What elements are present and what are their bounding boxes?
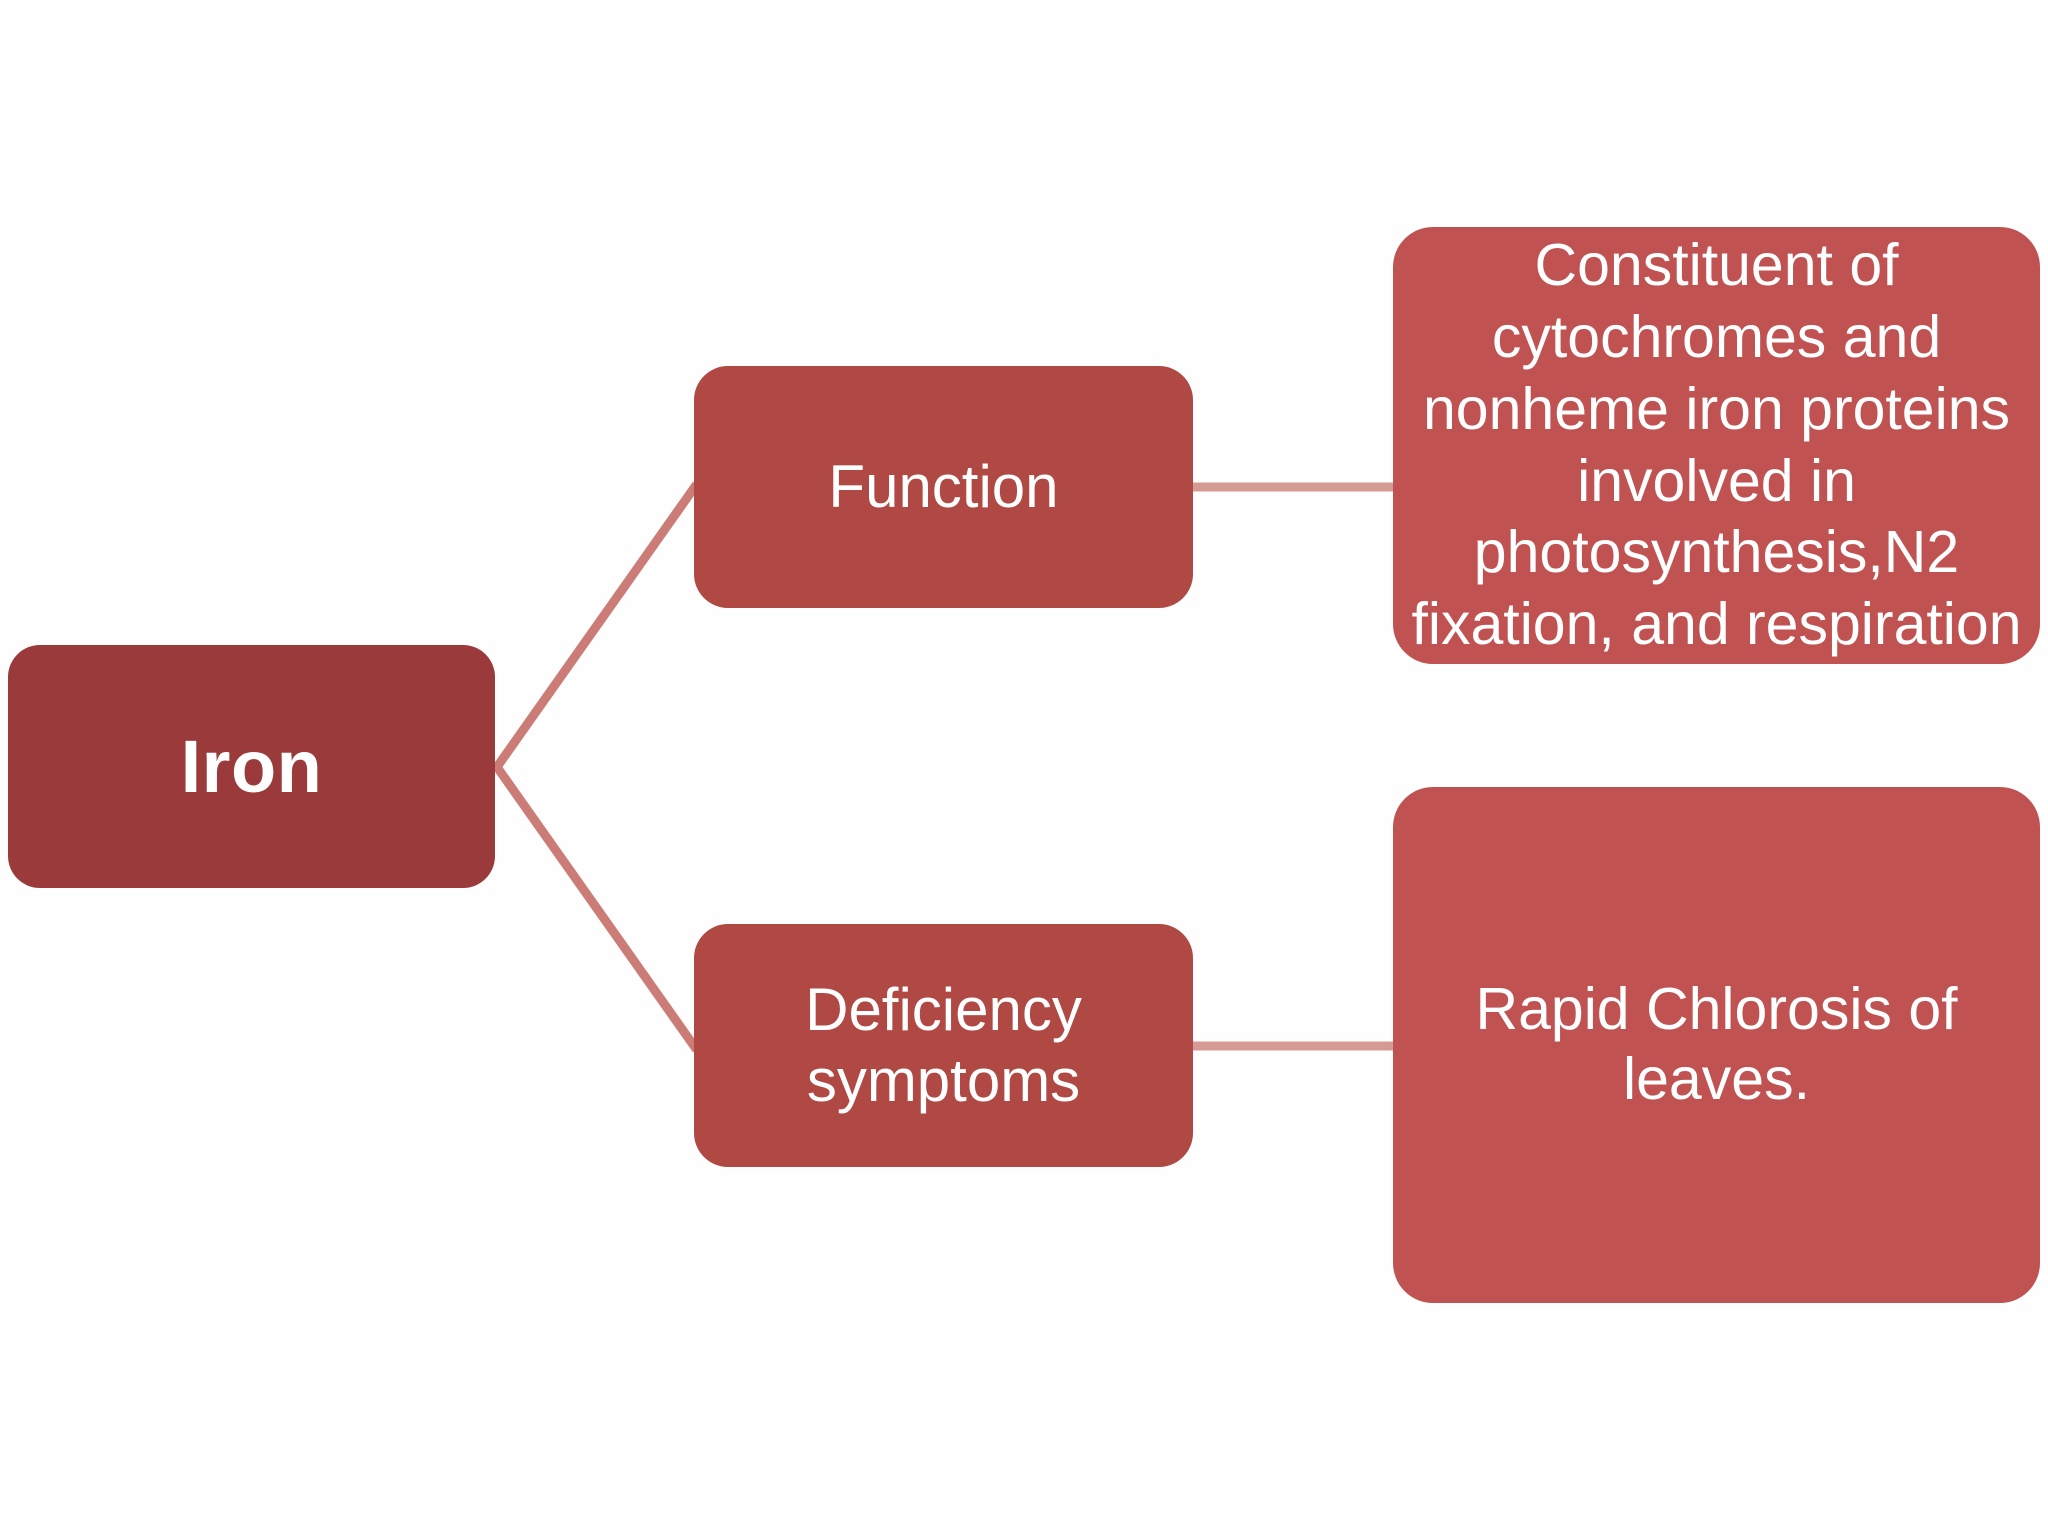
node-iron[interactable]: Iron — [8, 645, 495, 888]
node-deficiency-detail[interactable]: Rapid Chlorosis of leaves. — [1393, 787, 2040, 1303]
node-deficiency-symptoms-label: Deficiency symptoms — [805, 975, 1082, 1114]
node-function-detail-label: Constituent of cytochromes and nonheme i… — [1411, 231, 2022, 658]
node-deficiency-symptoms[interactable]: Deficiency symptoms — [694, 924, 1193, 1167]
node-function-label: Function — [828, 452, 1059, 520]
node-function[interactable]: Function — [694, 366, 1193, 608]
connector-root-to-function — [490, 481, 701, 774]
node-function-detail[interactable]: Constituent of cytochromes and nonheme i… — [1393, 227, 2040, 664]
node-iron-label: Iron — [180, 724, 323, 808]
node-deficiency-detail-label: Rapid Chlorosis of leaves. — [1475, 976, 1958, 1112]
connector-root-to-deficiency — [490, 760, 701, 1053]
